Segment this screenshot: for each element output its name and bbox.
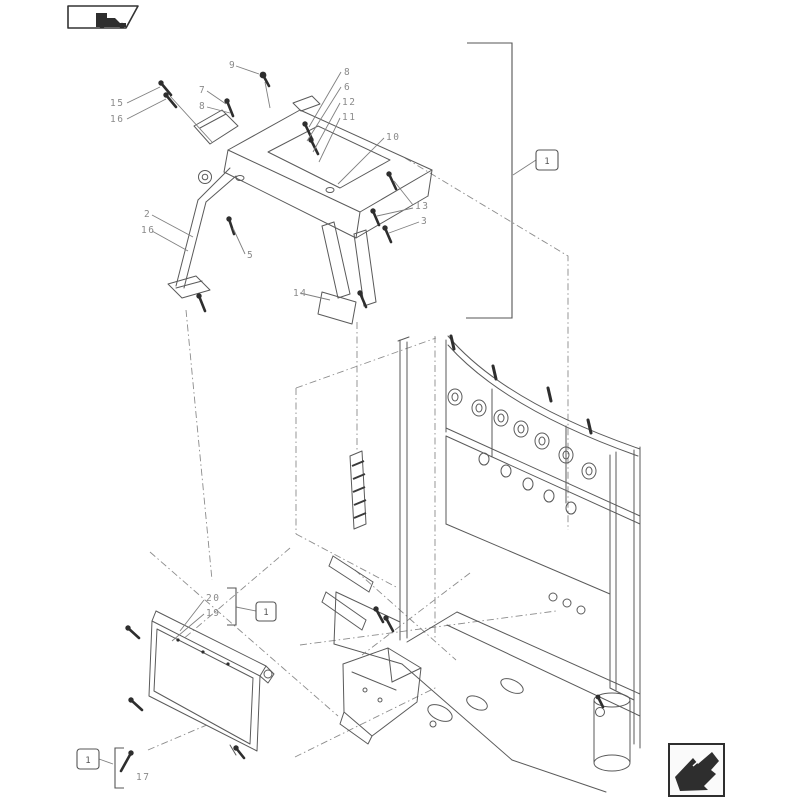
figure-ref-box-right[interactable]: 1: [535, 149, 559, 171]
part-number-callout[interactable]: 19: [206, 608, 220, 619]
part-number-callout[interactable]: 2: [144, 209, 151, 220]
part-number-callout[interactable]: 12: [342, 97, 356, 108]
part-number-callout[interactable]: 10: [386, 132, 400, 143]
part-number-callout[interactable]: 17: [136, 772, 150, 783]
part-number-callouts: 15 16 7 8 9 8 6 12 11 10 13 3 2 16 5 14 20 19 17: [110, 60, 429, 783]
leader-lines: [98, 65, 537, 789]
figure-ref-box-middle[interactable]: 1: [255, 601, 277, 622]
part-number-callout[interactable]: 16: [110, 114, 124, 125]
projection-lines: [147, 157, 569, 758]
part-number-callout[interactable]: 16: [141, 225, 155, 236]
part-number-callout[interactable]: 9: [229, 60, 236, 71]
figure-ref-number: 1: [263, 608, 268, 618]
figure-ref-box-bottom-left[interactable]: 1: [76, 748, 100, 770]
machine-body-drawing: [321, 335, 641, 793]
fastener-glyphs: [119, 71, 605, 773]
part-number-callout[interactable]: 6: [344, 82, 351, 93]
part-number-callout[interactable]: 11: [342, 112, 356, 123]
part-number-callout[interactable]: 20: [206, 593, 220, 604]
part-number-callout[interactable]: 14: [293, 288, 307, 299]
figure-ref-number: 1: [85, 756, 90, 766]
group-bracket-right: [466, 42, 513, 319]
part-number-callout[interactable]: 13: [415, 201, 429, 212]
pedestal-foot: [593, 692, 631, 772]
part-number-callout[interactable]: 8: [199, 101, 206, 112]
tractor-figure-icon[interactable]: [67, 5, 139, 29]
hatched-strip: [349, 450, 367, 530]
part-number-callout[interactable]: 15: [110, 98, 124, 109]
part-number-callout[interactable]: 3: [421, 216, 428, 227]
panel-holes: [447, 388, 597, 515]
part-number-callout[interactable]: 5: [247, 250, 254, 261]
figure-ref-number: 1: [544, 157, 549, 167]
control-box-drawing: [148, 610, 275, 756]
part-number-callout[interactable]: 7: [199, 85, 206, 96]
part-number-callout[interactable]: 8: [344, 67, 351, 78]
floor-bracket: [339, 647, 422, 745]
support-frame-assembly-drawing: [167, 81, 433, 325]
prev-figure-arrow-icon[interactable]: [668, 743, 725, 797]
